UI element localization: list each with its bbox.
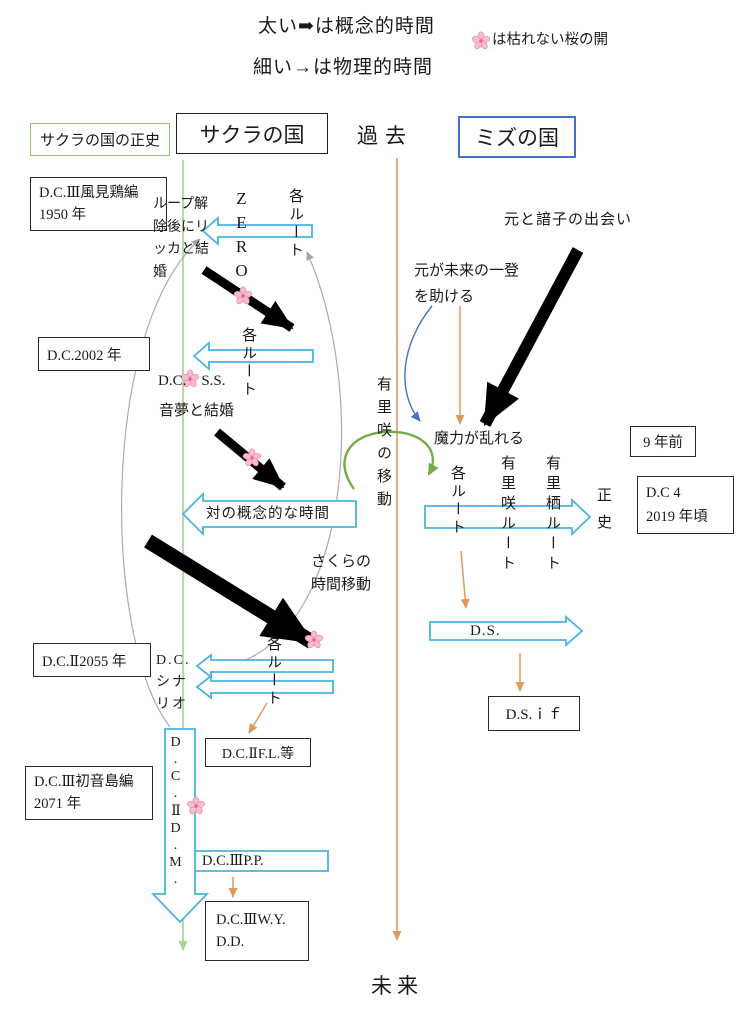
sakura-time-move-label: さくらの時間移動 <box>311 554 372 593</box>
ds-label: D.S. <box>470 623 501 639</box>
dc4-title: D.C 4 <box>646 485 681 501</box>
dc2-dm-label: D.C.ⅡD.M. <box>168 735 183 889</box>
dc-scenario-label: D.C.シナリオ <box>156 653 191 712</box>
ds-arrow <box>429 615 584 647</box>
dc4-box: D.C 4 2019 年頃 <box>637 476 734 534</box>
mizu-country-header: ミズの国 <box>458 116 576 158</box>
hatsunejima-year: 2071 年 <box>34 796 82 812</box>
kazamidori-title: D.C.Ⅲ風見鶏編 <box>39 185 139 201</box>
official-history-label: 正史 <box>595 487 611 541</box>
sakura-icon <box>470 31 492 51</box>
zero-label: ZERO <box>232 189 251 285</box>
future-label: 未来 <box>371 974 423 998</box>
route-mid-label: 各ルート <box>240 327 256 399</box>
nine-years-ago-box: 9 年前 <box>630 426 696 457</box>
ds-if-label: D.S.ｉｆ <box>505 707 563 723</box>
route-dc2-label: 各ルート <box>265 636 281 708</box>
help-curve-arrow <box>404 305 433 422</box>
dc3-wy-title: D.C.ⅢW.Y. <box>216 912 286 928</box>
kazamidori-year: 1950 年 <box>39 207 87 223</box>
magic-disorder-label: 魔力が乱れる <box>434 431 525 447</box>
dc2-fl-box: D.C.ⅡF.L.等 <box>205 738 311 767</box>
yurisaki-route-label: 有里咲ルート <box>499 455 515 575</box>
dc-ss-label: D.C. S.S. <box>158 373 226 389</box>
nemu-marriage-label: 音夢と結婚 <box>159 403 235 419</box>
dc4-year: 2019 年頃 <box>646 509 708 525</box>
ds-if-box: D.S.ｉｆ <box>488 696 580 731</box>
yurisaki-movement-label: 有里咲の移動 <box>375 376 391 514</box>
sakura-country-header: サクラの国 <box>176 113 328 154</box>
dc2002-box: D.C.2002 年 <box>38 337 150 371</box>
mizu-route-label: 各ルート <box>449 465 465 537</box>
loop-curve-left <box>121 238 201 728</box>
dc3-wy-sub: D.D. <box>216 934 245 950</box>
kazamidori-box: D.C.Ⅲ風見鶏編 1950 年 <box>30 177 167 231</box>
sakura-history-header: サクラの国の正史 <box>30 123 170 156</box>
meeting-label: 元と諳子の出会い <box>504 212 633 228</box>
dc3-pp-label: D.C.ⅢP.P. <box>202 853 264 869</box>
nine-years-ago-label: 9 年前 <box>643 435 683 451</box>
help-note-label: 元が未来の一登を助ける <box>414 263 520 305</box>
dc3-wy-box: D.C.ⅢW.Y. D.D. <box>205 901 309 961</box>
physical-arrow-route-ds <box>460 550 470 609</box>
legend-flower-note: は枯れない桜の開 <box>492 32 608 48</box>
hatsunejima-title: D.C.Ⅲ初音島編 <box>34 774 134 790</box>
dc2-2055-label: D.C.Ⅱ2055 年 <box>42 653 127 670</box>
yurisu-route-label: 有里栖ルート <box>544 455 560 575</box>
sakura-country-label: サクラの国 <box>199 122 305 147</box>
sakura-history-label: サクラの国の正史 <box>39 133 160 149</box>
loop-marriage-note: ループ解除後にリッカと結婚 <box>153 197 209 280</box>
hatsunejima-box: D.C.Ⅲ初音島編 2071 年 <box>25 766 153 820</box>
pair-conceptual-time-label: 対の概念的な時間 <box>206 506 330 522</box>
legend-thin-time: 細い→は物理的時間 <box>253 57 434 78</box>
dc2-fl-label: D.C.ⅡF.L.等 <box>221 746 295 762</box>
route-arrow-dc2-b <box>195 674 334 700</box>
route-arrow-zero <box>201 216 313 246</box>
dc2002-label: D.C.2002 年 <box>47 347 122 364</box>
dc2dm-down-arrow <box>150 728 210 924</box>
time-loop-arrow <box>343 430 439 490</box>
route-top-label: 各ルート <box>287 188 303 260</box>
pair-conceptual-time-arrow <box>181 491 357 537</box>
conceptual-arrow-mizu <box>479 247 584 427</box>
mizu-country-label: ミズの国 <box>475 126 559 150</box>
conceptual-arrow-sakura-move <box>144 534 316 649</box>
route-arrow-dc1 <box>192 341 314 371</box>
past-label: 過去 <box>357 124 413 148</box>
physical-arrow-route-fl <box>248 702 268 734</box>
legend-thick-time: 太い➡は概念的時間 <box>258 16 435 37</box>
dc2-2055-box: D.C.Ⅱ2055 年 <box>33 643 151 677</box>
mizu-route-arrow <box>424 497 592 537</box>
